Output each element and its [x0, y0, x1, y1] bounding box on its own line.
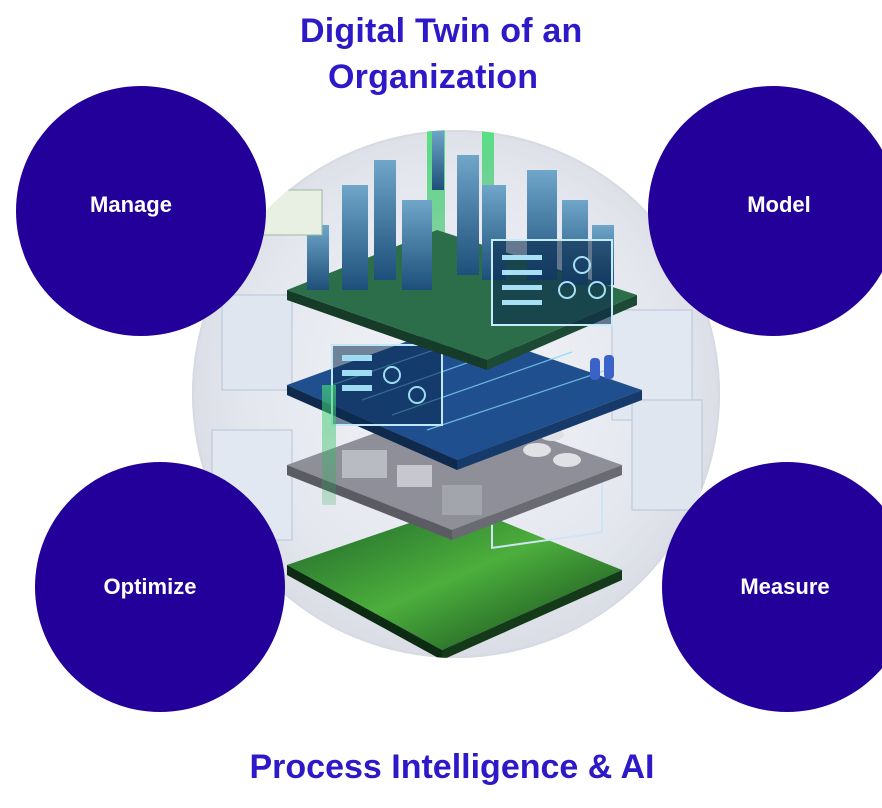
- optimize-label: Optimize: [103, 574, 197, 599]
- manage-label: Manage: [90, 192, 172, 217]
- diagram-title: Digital Twin of an Organization: [300, 8, 680, 100]
- diagram-title-line-1: Digital Twin of an: [300, 12, 583, 50]
- measure-bubble: Measure: [662, 462, 882, 712]
- footer-title: Process Intelligence & AI: [249, 748, 655, 786]
- measure-label: Measure: [740, 574, 830, 599]
- model-label: Model: [747, 192, 811, 217]
- optimize-bubble: Optimize: [35, 462, 285, 712]
- layered-city-graphic: [211, 130, 703, 658]
- diagram-title-line-2: Organization: [328, 58, 539, 96]
- manage-bubble: Manage: [16, 86, 266, 336]
- model-bubble: Model: [648, 86, 882, 336]
